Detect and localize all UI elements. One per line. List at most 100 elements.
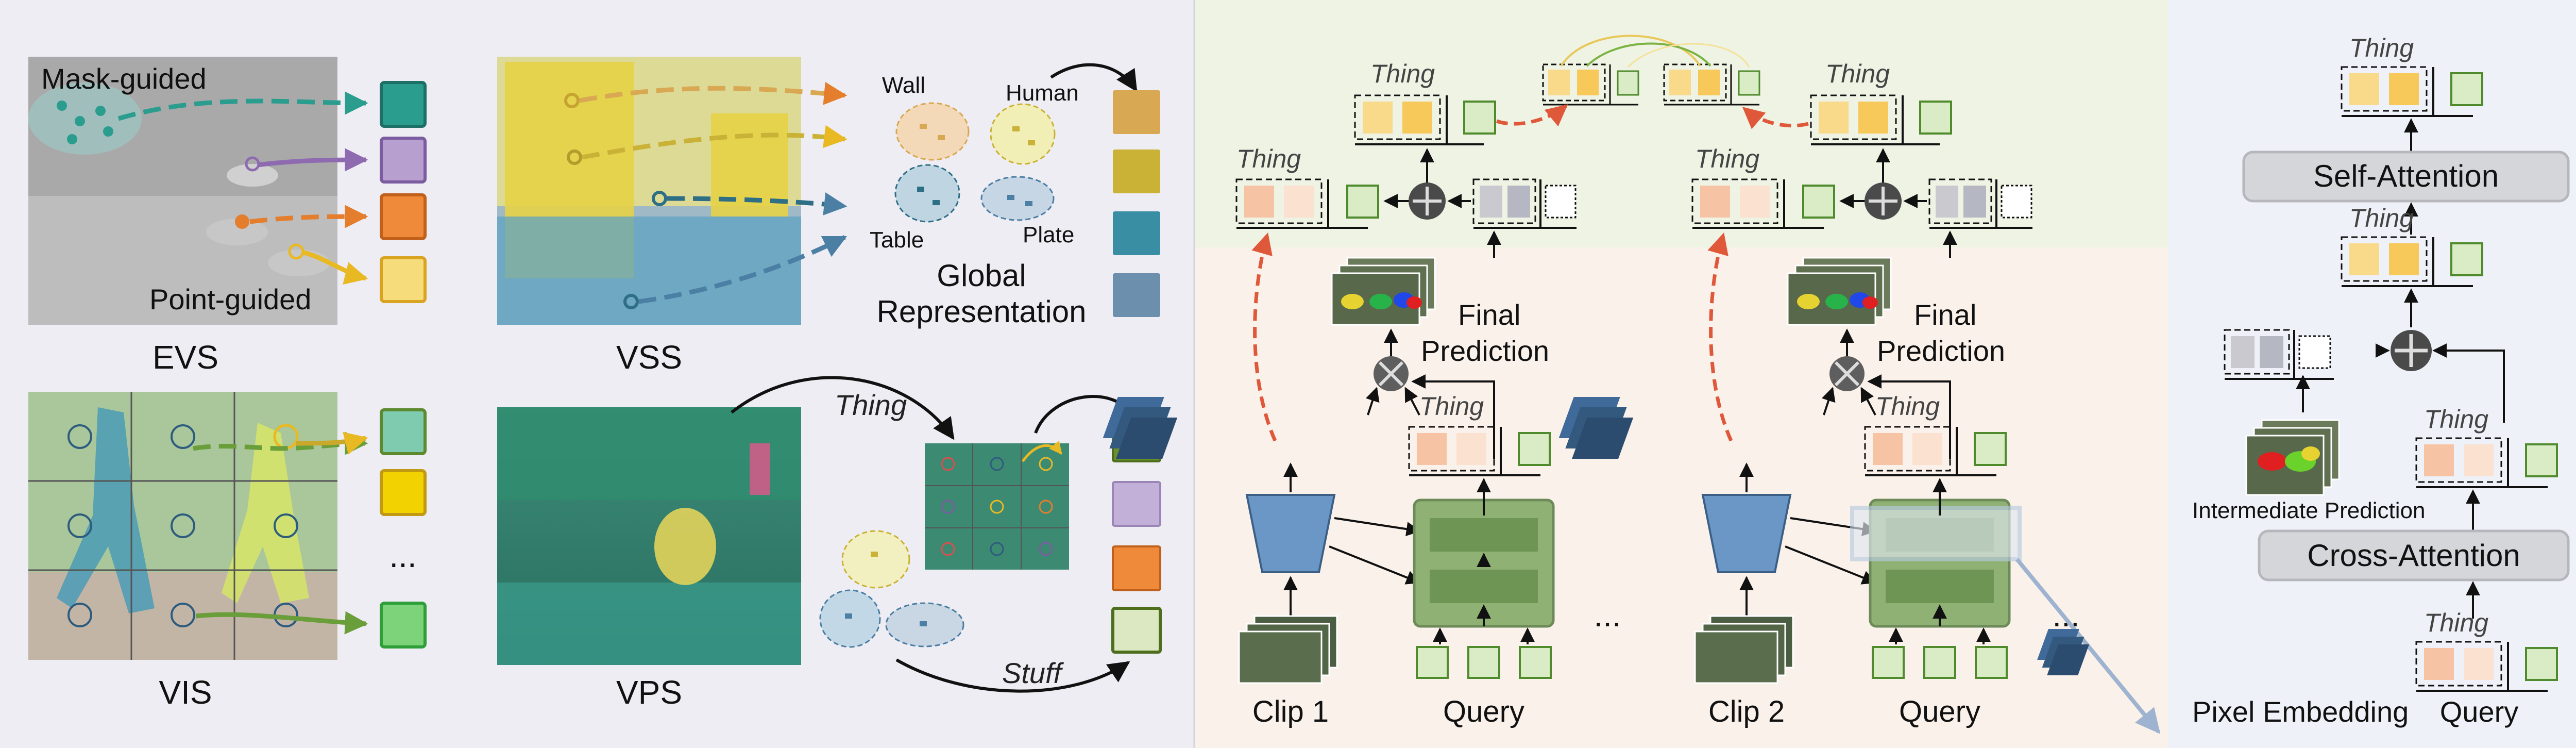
evs-query-orange	[380, 193, 427, 240]
thing-query	[1363, 102, 1393, 134]
stuff-query	[1738, 70, 1760, 96]
evs-mask-dot	[57, 101, 67, 111]
red-arrow	[1742, 107, 1809, 129]
vps-thing-label: Thing	[835, 389, 907, 421]
thing-query	[2349, 73, 2379, 105]
vps-grid-point	[990, 542, 1004, 556]
flow-arrow	[1785, 545, 1877, 585]
evs-mask-dot	[67, 134, 77, 144]
vss-class-human: Human	[1006, 80, 1079, 106]
evs-point-label: Point-guided	[149, 283, 311, 315]
thing-query	[1858, 102, 1888, 134]
evs-query-purple	[380, 137, 427, 184]
evs-arrow-orange	[249, 205, 368, 228]
query-box	[1467, 646, 1500, 679]
stuff-query	[1518, 432, 1551, 466]
vis-title: VIS	[159, 674, 212, 711]
clip-frame	[1238, 630, 1323, 684]
flow-arrow	[1821, 387, 1836, 415]
intermediate-mask	[2301, 446, 2320, 461]
stuff-query	[2450, 242, 2483, 276]
vss-caption-line2: Representation	[877, 294, 1087, 329]
final-label-line2: Prediction	[1877, 335, 2005, 367]
vss-block: Wall Human Table Plate Global Representa…	[497, 57, 1160, 376]
thing-group	[1810, 94, 1897, 140]
vps-grid-point	[941, 500, 955, 514]
vis-query-point	[274, 513, 298, 538]
thing-label: Thing	[2424, 405, 2488, 434]
query-label: Query	[1899, 695, 1980, 728]
thing-query	[1700, 186, 1730, 218]
vss-point	[652, 191, 667, 206]
clip-1-label: Clip 1	[1252, 695, 1329, 728]
flow-arrow	[1860, 387, 1876, 415]
thing-group	[1408, 426, 1495, 472]
thing-query	[1577, 70, 1599, 95]
evs-dog	[227, 164, 278, 187]
query-box	[1923, 646, 1956, 679]
query-box	[1975, 646, 2008, 679]
evs-query-yellow	[380, 256, 427, 303]
vss-cluster-dot	[917, 187, 924, 192]
vss-caption-line1: Global	[937, 258, 1026, 293]
thing-query	[1669, 70, 1691, 95]
thing-label: Thing	[2424, 608, 2488, 637]
vss-cluster-dot	[1007, 195, 1014, 200]
vps-cluster-dot	[920, 621, 927, 626]
vss-query-human	[1113, 149, 1160, 193]
vss-arrow	[579, 81, 848, 105]
vss-cluster-dot	[920, 124, 927, 129]
right-panel: Thing Self-Attention Thing	[2037, 34, 2570, 728]
vps-query-light	[1111, 607, 1162, 654]
thing-group	[2341, 66, 2428, 112]
query-label: Query	[2440, 695, 2519, 728]
evs-dog	[206, 219, 268, 245]
evs-mask-region	[28, 82, 142, 155]
red-arrow	[1496, 104, 1568, 127]
vps-person	[654, 508, 716, 585]
association-arc	[1586, 42, 1711, 67]
evs-arrow-yellow	[303, 250, 368, 285]
intermediate-mask	[2258, 452, 2286, 471]
vps-grid-point	[1039, 542, 1053, 556]
prediction-mask	[1369, 294, 1392, 309]
vis-arrow	[195, 611, 368, 635]
evs-point	[235, 214, 249, 229]
vss-cluster-arrow	[1050, 63, 1138, 92]
mask-embed-group	[1472, 178, 1536, 224]
thing-query	[2464, 648, 2494, 680]
stuff-query	[1974, 432, 2007, 466]
vss-cluster-dot	[1025, 201, 1032, 206]
thing-query	[1402, 102, 1432, 134]
vps-query-purple	[1112, 481, 1161, 527]
flow-line	[2432, 343, 2505, 423]
vss-title: VSS	[616, 339, 682, 376]
ellipsis: ...	[1594, 596, 1621, 634]
red-arrow	[1251, 232, 1277, 442]
pixel-embedding-label: Pixel Embedding	[2192, 695, 2409, 728]
mask-embed-empty	[1545, 185, 1577, 219]
evs-title: EVS	[152, 339, 218, 376]
vps-person-far	[750, 443, 770, 495]
thing-query	[1698, 70, 1720, 95]
vis-query-point	[171, 603, 195, 627]
backbone-encoder	[1245, 494, 1336, 573]
vps-cluster-dot	[871, 552, 878, 557]
vss-point	[564, 93, 580, 108]
thing-query	[1873, 433, 1903, 465]
vis-ellipsis: ...	[389, 537, 416, 574]
multiply-operator-x	[1378, 361, 1404, 387]
vis-query-teal	[380, 408, 427, 455]
flow-arrow	[1334, 517, 1421, 537]
vis-query-point	[171, 424, 195, 449]
stuff-query	[1346, 185, 1379, 219]
thing-label: Thing	[2349, 34, 2414, 62]
intermediate-label: Intermediate Prediction	[2192, 498, 2425, 523]
vis-block: ... VIS	[28, 392, 427, 711]
vis-query-green	[380, 602, 427, 649]
evs-query-teal	[380, 81, 427, 128]
vps-cluster-dot	[845, 613, 852, 619]
vss-arrow	[582, 125, 848, 160]
stuff-query	[2525, 647, 2558, 681]
